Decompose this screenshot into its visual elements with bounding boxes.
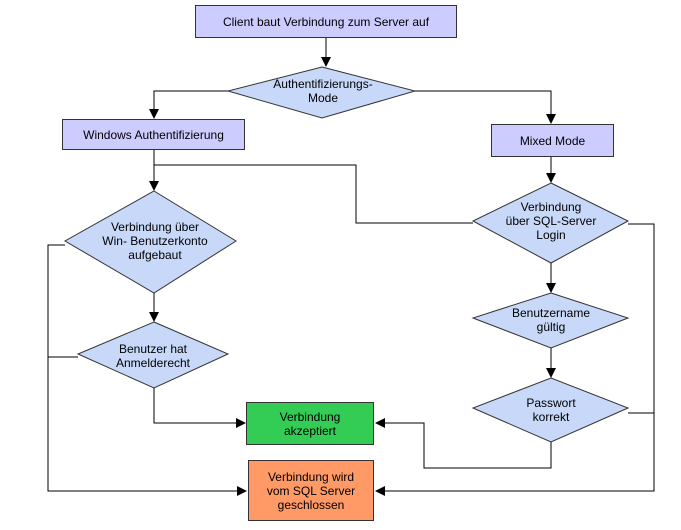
edge-authmode-windows — [149, 90, 228, 119]
label-password-correct: Passwort korrekt — [526, 396, 576, 424]
label-win-account: Verbindung über Win- Benutzerkonto aufge… — [102, 220, 208, 262]
node-accepted: Verbindung akzeptiert — [246, 402, 374, 445]
node-mixed-mode: Mixed Mode — [491, 124, 614, 157]
label-auth-mode: Authentifizierungs- Mode — [273, 77, 373, 105]
label-username-valid: Benutzername gültig — [511, 306, 591, 334]
node-windows-auth: Windows Authentifizierung — [62, 119, 245, 150]
node-client-connect: Client baut Verbindung zum Server auf — [195, 5, 457, 38]
edge-logonright-accepted — [153, 388, 246, 428]
edge-authmode-mixed — [415, 90, 556, 124]
label-sql-login: Verbindung über SQL-Server Login — [505, 200, 597, 242]
label-logon-right: Benutzer hat Anmelderecht — [115, 342, 191, 370]
auth-mode-diamond — [226, 66, 417, 119]
edge-cross-link — [154, 164, 473, 224]
edge-left-fail-closed — [47, 244, 247, 496]
edge-password-accepted — [375, 418, 552, 469]
node-closed: Verbindung wird vom SQL Server geschloss… — [248, 460, 374, 521]
edge-right-fail-closed — [375, 223, 655, 496]
